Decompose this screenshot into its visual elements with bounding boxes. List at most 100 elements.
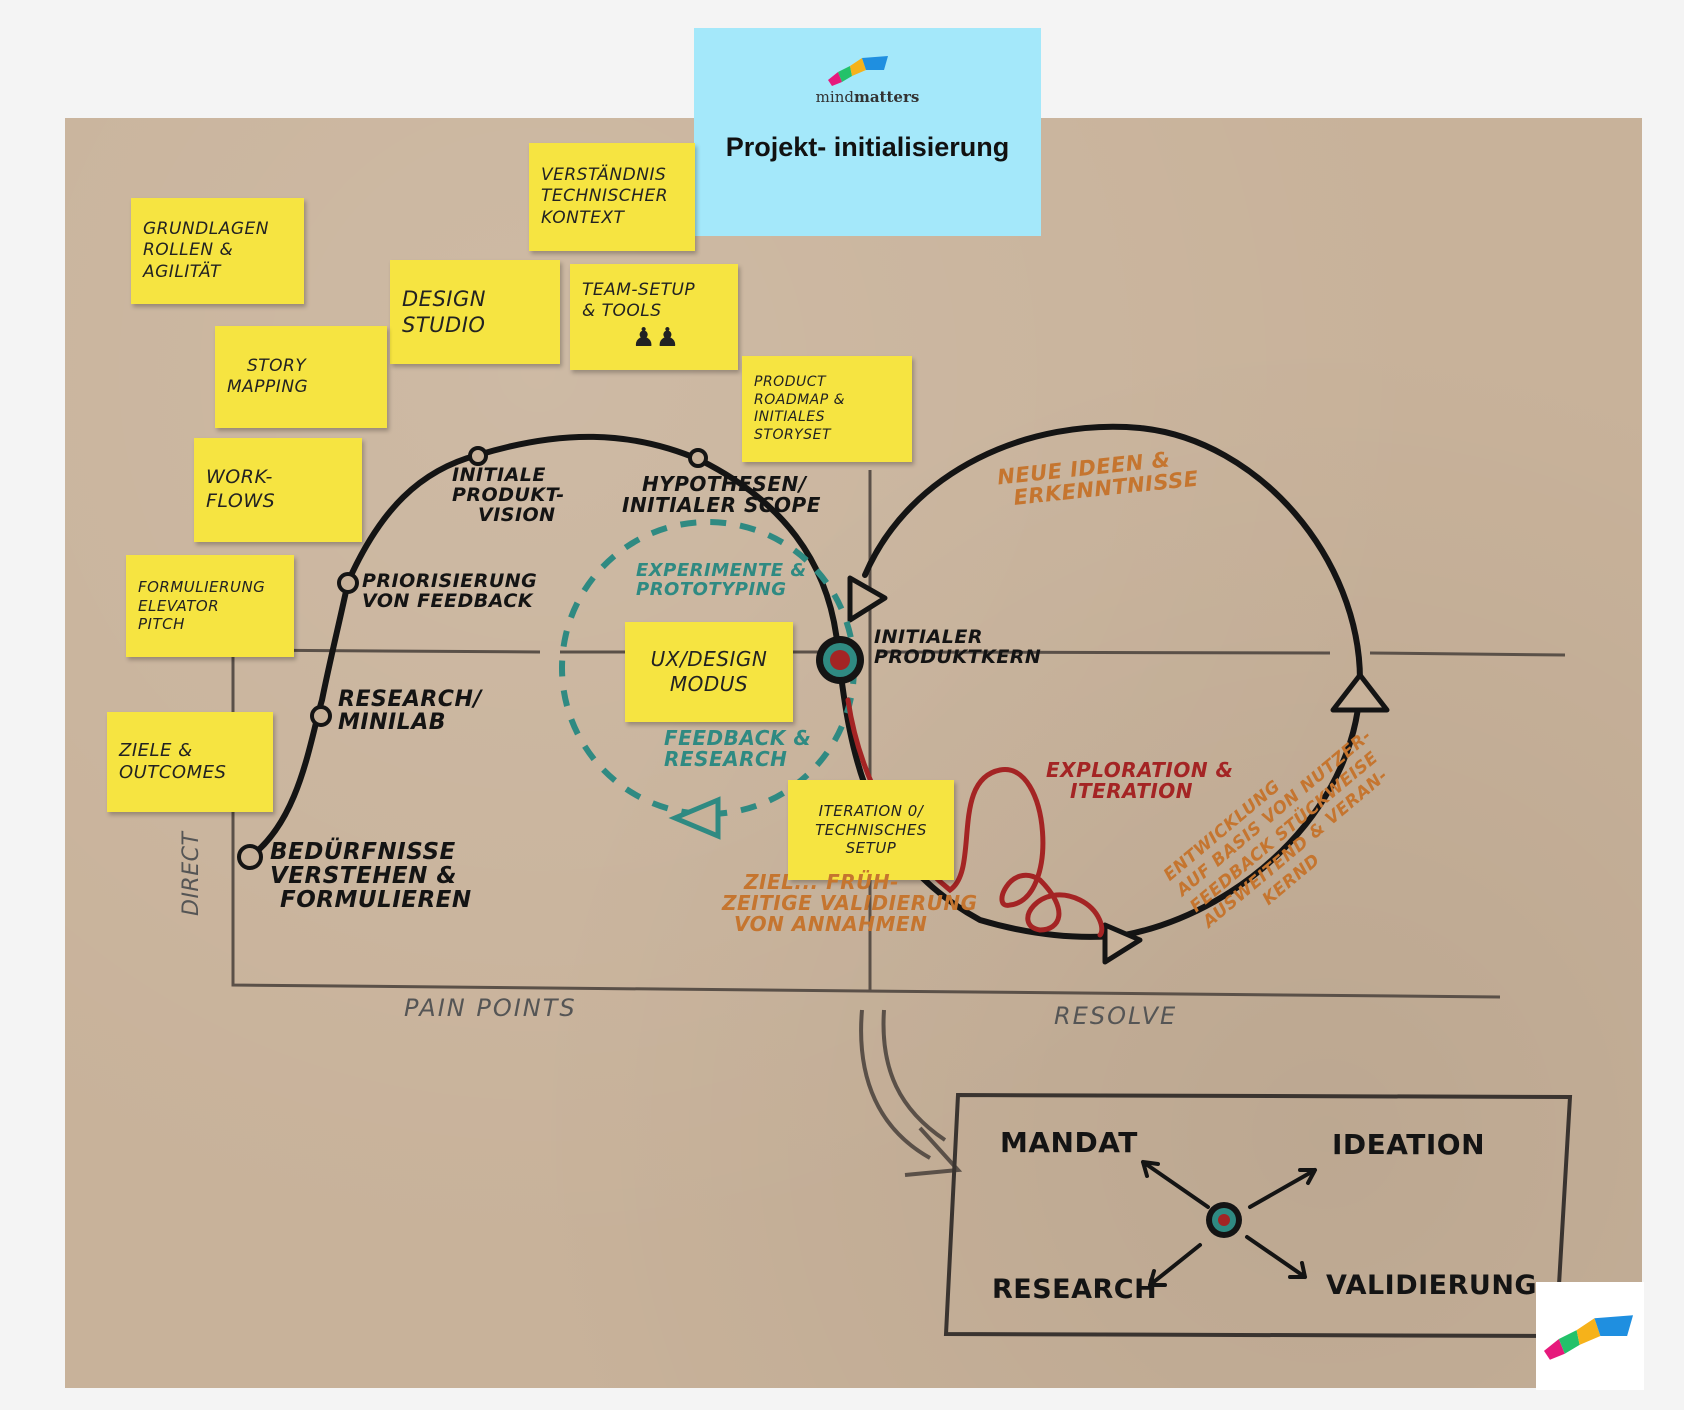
sticky-line: Product <box>754 374 827 390</box>
iteration-loop-curve <box>862 423 1364 938</box>
sticky-line: Studio <box>402 313 486 337</box>
sticky-line: Pitch <box>138 615 185 634</box>
label-research: Research <box>992 1274 1158 1305</box>
label-priorisierung: Priorisierung von Feedback <box>362 570 538 612</box>
label-line: von Feedback <box>362 589 534 612</box>
node-research <box>310 705 332 727</box>
sticky-line: Grundlagen <box>143 219 269 240</box>
label-line: Initialer <box>874 626 983 648</box>
corner-logo <box>1536 1282 1644 1390</box>
label-initialer-kern: Initialer Produktkern <box>874 626 1042 668</box>
sticky-line: technischer <box>541 186 669 207</box>
sticky-verstaendnis: Verständnis technischer Kontext <box>529 143 695 251</box>
sticky-line: Modus <box>669 672 749 696</box>
label-line: Research <box>664 747 788 771</box>
sticky-elevator-pitch: Formulierung Elevator Pitch <box>126 555 294 657</box>
sticky-grundlagen: Grundlagen Rollen & Agilität <box>131 198 304 304</box>
sticky-line: flows <box>206 490 276 512</box>
label-pain-points: Pain Points <box>404 994 577 1022</box>
curve-nodes <box>237 446 708 870</box>
label-line: initialer Scope <box>622 493 821 517</box>
title-card: mindmatters Projekt- initialisierung <box>694 28 1041 236</box>
sticky-line: Ziele & <box>119 739 193 761</box>
sticky-ziele-outcomes: Ziele & Outcomes <box>107 712 273 812</box>
label-direct: Direct <box>179 831 204 916</box>
label-beduerfnisse: Bedürfnisse verstehen & formulieren <box>270 839 472 913</box>
mandate-center-dot <box>1218 1214 1230 1226</box>
label-line: Research/ <box>338 687 482 712</box>
sticky-ux-modus: UX/Design Modus <box>625 622 793 722</box>
label-line: Produktkern <box>874 645 1042 668</box>
label-exploration: Exploration & Iteration <box>1046 760 1233 802</box>
label-hypothesen: Hypothesen/ initialer Scope <box>622 474 821 516</box>
sticky-design-studio: Design Studio <box>390 260 560 364</box>
sticky-line: Setup <box>845 839 897 858</box>
label-line: zeitige Validierung <box>722 891 978 915</box>
main-process-curve <box>247 433 1128 940</box>
sticky-line: Kontext <box>541 207 625 228</box>
arrowhead-bottom <box>1102 922 1143 965</box>
teal-arrowhead <box>668 796 721 840</box>
label-validierung: Validierung <box>1326 1270 1538 1301</box>
mindmatters-logo-icon <box>828 56 888 86</box>
sticky-line: Elevator <box>138 596 220 615</box>
mindmatters-corner-logo-icon <box>1544 1315 1634 1360</box>
sticky-line: initiales <box>754 409 826 425</box>
label-ideation: Ideation <box>1332 1128 1486 1161</box>
label-research-minilab: Research/ Minilab <box>338 688 482 734</box>
sticky-line: Work- <box>206 466 273 489</box>
sticky-line: Verständnis <box>541 165 667 186</box>
exploration-squiggle <box>845 697 1105 938</box>
sticky-line: Formulierung <box>138 577 266 596</box>
sticky-line: Roadmap & <box>754 391 846 408</box>
sticky-line: Agilität <box>143 261 221 282</box>
brand-wordmark: mindmatters <box>815 88 920 106</box>
label-initiale-vision: Initiale Produkt- Vision <box>452 464 565 526</box>
label-line: Experimente & <box>636 560 807 581</box>
label-line: Vision <box>478 503 556 526</box>
sticky-line: Story <box>247 355 307 376</box>
sticky-story-mapping: Story Mapping <box>215 326 387 428</box>
flow-down-arrow <box>859 1009 963 1177</box>
label-line: Hypothesen/ <box>642 472 807 496</box>
sticky-line: & Tools <box>582 300 662 321</box>
sticky-line: Design <box>402 286 486 311</box>
team-people-icon: ♟♟ <box>632 323 680 353</box>
label-line: Prototyping <box>636 578 787 600</box>
page-title: Projekt- initialisierung <box>725 132 1010 162</box>
label-line: Priorisierung <box>362 570 538 592</box>
label-line: verstehen & <box>270 863 457 890</box>
label-line: von Annahmen <box>734 912 928 936</box>
arrowhead-left <box>847 575 888 623</box>
label-line: Iteration <box>1070 779 1194 803</box>
label-line: Ziel... früh- <box>744 870 899 894</box>
sticky-workflows: Work- flows <box>194 438 362 542</box>
label-mandat: Mandat <box>1000 1126 1138 1159</box>
sticky-team-setup: Team-Setup & Tools ♟♟ <box>570 264 738 370</box>
label-line: Bedürfnisse <box>270 839 456 865</box>
sticky-line: Team-Setup <box>582 279 696 300</box>
node-vision <box>468 446 488 466</box>
label-line: Feedback & <box>664 726 812 750</box>
sticky-line: Mapping <box>227 377 309 397</box>
sticky-line: Rollen & <box>143 240 234 261</box>
sticky-line: Storyset <box>754 426 832 443</box>
label-ziel-validierung: Ziel... früh- zeitige Validierung von An… <box>722 872 978 935</box>
loop-arrowheads <box>847 575 1390 965</box>
sticky-product-roadmap: Product Roadmap & initiales Storyset <box>742 356 912 462</box>
label-experimente: Experimente & Prototyping <box>636 560 807 600</box>
label-feedback-research: Feedback & Research <box>664 728 811 770</box>
label-line: Produkt- <box>452 483 565 506</box>
sticky-line: Iteration 0/ <box>818 801 924 820</box>
node-priorisierung <box>337 572 359 594</box>
sticky-line: UX/Design <box>650 647 768 671</box>
node-beduerfnisse <box>237 844 263 870</box>
sticky-line: technisches <box>815 820 927 839</box>
mandate-arrows <box>1141 1160 1317 1287</box>
label-line: Exploration & <box>1046 758 1234 782</box>
label-line: Initiale <box>452 464 546 486</box>
sticky-line: Outcomes <box>119 762 227 783</box>
label-resolve: Resolve <box>1054 1002 1178 1030</box>
label-line: Minilab <box>338 710 446 736</box>
